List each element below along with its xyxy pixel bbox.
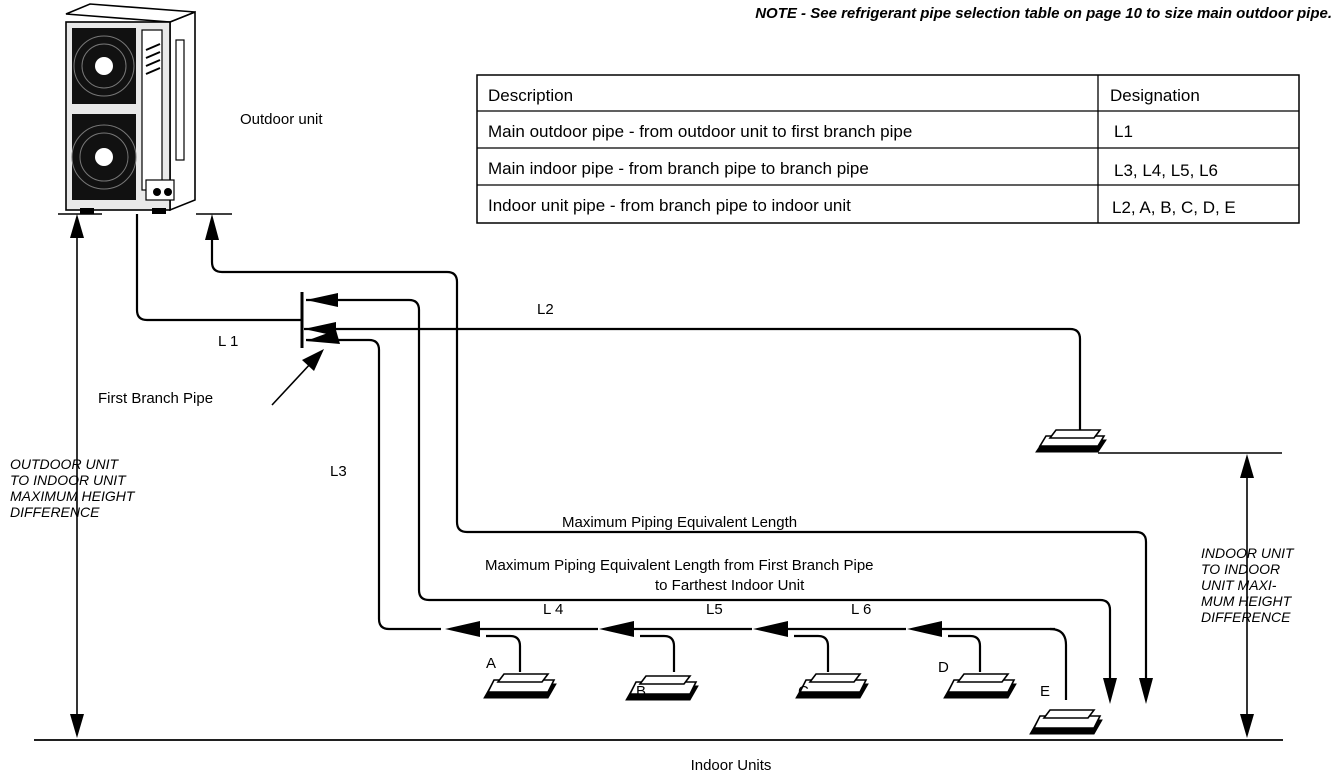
outdoor-height-label-4: DIFFERENCE — [10, 504, 100, 520]
table-header-description: Description — [488, 86, 573, 105]
drop-b — [640, 634, 676, 672]
outdoor-height-label-2: TO INDOOR UNIT — [10, 472, 127, 488]
table-row-1-designation: L1 — [1114, 122, 1133, 141]
max-piping-branch-label-1: Maximum Piping Equivalent Length from Fi… — [485, 557, 874, 574]
indoor-height-label-5: DIFFERENCE — [1201, 609, 1291, 625]
table-row-3-designation: L2, A, B, C, D, E — [1112, 198, 1236, 217]
outdoor-unit-icon — [65, 3, 196, 214]
unit-c-label: C — [798, 683, 809, 700]
pipe-l3 — [306, 338, 441, 631]
note-text: NOTE - See refrigerant pipe selection ta… — [755, 5, 1332, 22]
indoor-unit-c-icon — [795, 673, 869, 699]
first-branch-pointer — [271, 361, 313, 406]
indoor-height-label-1: INDOOR UNIT — [1201, 545, 1295, 561]
unit-b-label: B — [636, 683, 646, 700]
l6-label: L 6 — [851, 601, 871, 618]
unit-e-label: E — [1040, 683, 1050, 700]
indoor-height-label-3: UNIT MAXI- — [1201, 577, 1277, 593]
indoor-units-label: Indoor Units — [691, 757, 772, 774]
table-row-2-designation: L3, L4, L5, L6 — [1114, 161, 1218, 180]
indoor-height-label-4: MUM HEIGHT — [1201, 593, 1293, 609]
l1-label: L 1 — [218, 333, 238, 350]
unit-a-label: A — [486, 655, 496, 672]
indoor-unit-a-icon — [483, 673, 557, 699]
indoor-unit-b-icon — [625, 675, 699, 701]
path-max-piping — [210, 236, 1148, 680]
path-max-piping-first-branch — [306, 298, 1112, 680]
main-indoor-run — [445, 621, 1068, 700]
table-header-designation: Designation — [1110, 86, 1200, 105]
indoor-unit-e-icon — [1029, 709, 1103, 735]
table-row-1-description: Main outdoor pipe - from outdoor unit to… — [488, 122, 912, 141]
pipe-l1 — [135, 214, 302, 322]
l2-label: L2 — [537, 301, 554, 318]
drop-c — [794, 634, 830, 672]
outdoor-height-label-1: OUTDOOR UNIT — [10, 456, 120, 472]
indoor-height-label-2: TO INDOOR — [1201, 561, 1280, 577]
max-piping-branch-label-2: to Farthest Indoor Unit — [655, 577, 805, 594]
table-row-3-description: Indoor unit pipe - from branch pipe to i… — [488, 196, 851, 215]
table-row-2-description: Main indoor pipe - from branch pipe to b… — [488, 159, 869, 178]
outdoor-unit-label: Outdoor unit — [240, 111, 323, 128]
indoor-unit-d-icon — [943, 673, 1017, 699]
indoor-height-arrow — [1240, 454, 1254, 738]
indoor-unit-upper-icon — [1035, 429, 1107, 453]
first-branch-pipe-label: First Branch Pipe — [98, 390, 213, 407]
l4-label: L 4 — [543, 601, 563, 618]
outdoor-height-label-3: MAXIMUM HEIGHT — [10, 488, 136, 504]
pipe-designation-table: Description Designation Main outdoor pip… — [476, 74, 1300, 224]
outdoor-height-arrow — [70, 214, 84, 738]
l3-label: L3 — [330, 463, 347, 480]
unit-d-label: D — [938, 659, 949, 676]
drop-a — [486, 634, 522, 672]
pipe-l2 — [304, 327, 1082, 430]
max-piping-label: Maximum Piping Equivalent Length — [562, 514, 797, 531]
l5-label: L5 — [706, 601, 723, 618]
drop-d — [948, 634, 982, 672]
